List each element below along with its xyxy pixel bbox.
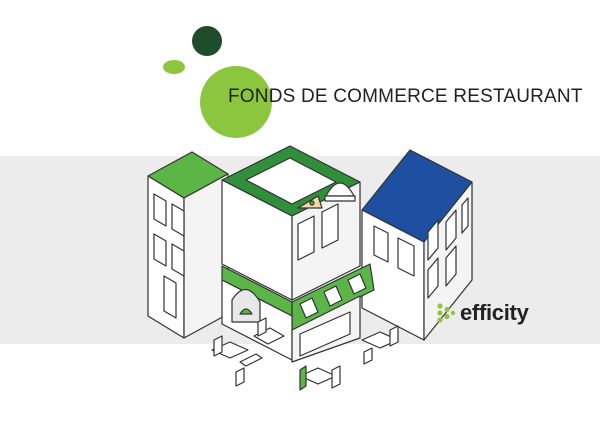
large-green-circle	[200, 66, 272, 138]
center-restaurant	[221, 145, 375, 363]
right-building	[361, 149, 473, 341]
page-title: FONDS DE COMMERCE RESTAURANT	[228, 86, 583, 107]
efficity-logo: efficity	[436, 300, 529, 326]
logo-wordmark: efficity	[460, 300, 529, 325]
terrace-furniture	[211, 317, 399, 391]
dark-green-dot	[192, 26, 222, 56]
left-building	[147, 151, 229, 339]
small-green-dot	[163, 60, 185, 74]
efficity-dots-icon	[437, 303, 456, 323]
